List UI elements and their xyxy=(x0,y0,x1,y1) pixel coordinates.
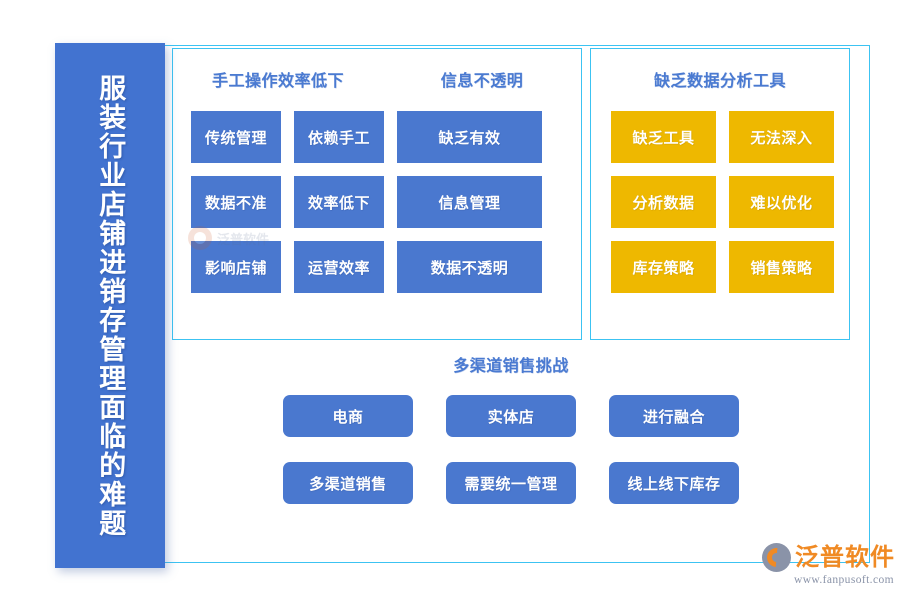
pill-item[interactable]: 实体店 xyxy=(446,395,576,437)
box-item[interactable]: 影响店铺 xyxy=(191,241,281,293)
pill-row-one: 电商 实体店 进行融合 xyxy=(172,395,850,437)
panel-left-headings: 手工操作效率低下 信息不透明 xyxy=(173,67,581,91)
vertical-title-bar: 服装行业店铺进销存管理面临的难题 xyxy=(55,43,165,568)
panel-right-box-grid: 缺乏工具 无法深入 分析数据 难以优化 库存策略 销售策略 xyxy=(611,111,834,293)
box-item[interactable]: 缺乏有效 xyxy=(397,111,542,163)
box-item[interactable]: 库存策略 xyxy=(611,241,716,293)
box-item[interactable]: 分析数据 xyxy=(611,176,716,228)
brand-name: 泛普软件 xyxy=(795,543,895,571)
fanpu-logo-icon xyxy=(762,543,791,572)
box-item[interactable]: 难以优化 xyxy=(729,176,834,228)
panel-manual-operations: 手工操作效率低下 信息不透明 传统管理 依赖手工 缺乏有效 数据不准 效率低下 … xyxy=(172,48,582,340)
brand-logo-row: 泛普软件 xyxy=(762,543,895,572)
panel-left-box-grid: 传统管理 依赖手工 缺乏有效 数据不准 效率低下 信息管理 影响店铺 运营效率 … xyxy=(191,111,542,293)
box-item[interactable]: 传统管理 xyxy=(191,111,281,163)
box-item[interactable]: 依赖手工 xyxy=(294,111,384,163)
box-item[interactable]: 运营效率 xyxy=(294,241,384,293)
pill-item[interactable]: 进行融合 xyxy=(609,395,739,437)
pill-row-two: 多渠道销售 需要统一管理 线上线下库存 xyxy=(172,462,850,504)
swoosh-shape-icon xyxy=(763,544,790,571)
pill-item[interactable]: 电商 xyxy=(283,395,413,437)
box-item[interactable]: 无法深入 xyxy=(729,111,834,163)
heading-information-opacity: 信息不透明 xyxy=(440,73,524,90)
panel-lack-of-analytics: 缺乏数据分析工具 缺乏工具 无法深入 分析数据 难以优化 库存策略 销售策略 xyxy=(590,48,850,340)
box-item[interactable]: 数据不准 xyxy=(191,176,281,228)
box-item[interactable]: 销售策略 xyxy=(729,241,834,293)
box-item[interactable]: 信息管理 xyxy=(397,176,542,228)
page-title: 服装行业店铺进销存管理面临的难题 xyxy=(95,73,126,538)
brand-url: www.fanpusoft.com xyxy=(794,574,894,586)
heading-multichannel-sales: 多渠道销售挑战 xyxy=(453,358,569,375)
box-item[interactable]: 缺乏工具 xyxy=(611,111,716,163)
heading-lack-analytics-tools: 缺乏数据分析工具 xyxy=(653,73,786,90)
pill-item[interactable]: 多渠道销售 xyxy=(283,462,413,504)
box-item[interactable]: 数据不透明 xyxy=(397,241,542,293)
panel-right-headings: 缺乏数据分析工具 xyxy=(591,67,849,91)
pill-item[interactable]: 需要统一管理 xyxy=(446,462,576,504)
box-item[interactable]: 效率低下 xyxy=(294,176,384,228)
pill-item[interactable]: 线上线下库存 xyxy=(609,462,739,504)
section-multichannel-sales: 多渠道销售挑战 电商 实体店 进行融合 多渠道销售 需要统一管理 线上线下库存 xyxy=(172,352,850,532)
brand-logo: 泛普软件 www.fanpusoft.com xyxy=(762,543,895,586)
heading-manual-inefficiency: 手工操作效率低下 xyxy=(211,73,344,90)
